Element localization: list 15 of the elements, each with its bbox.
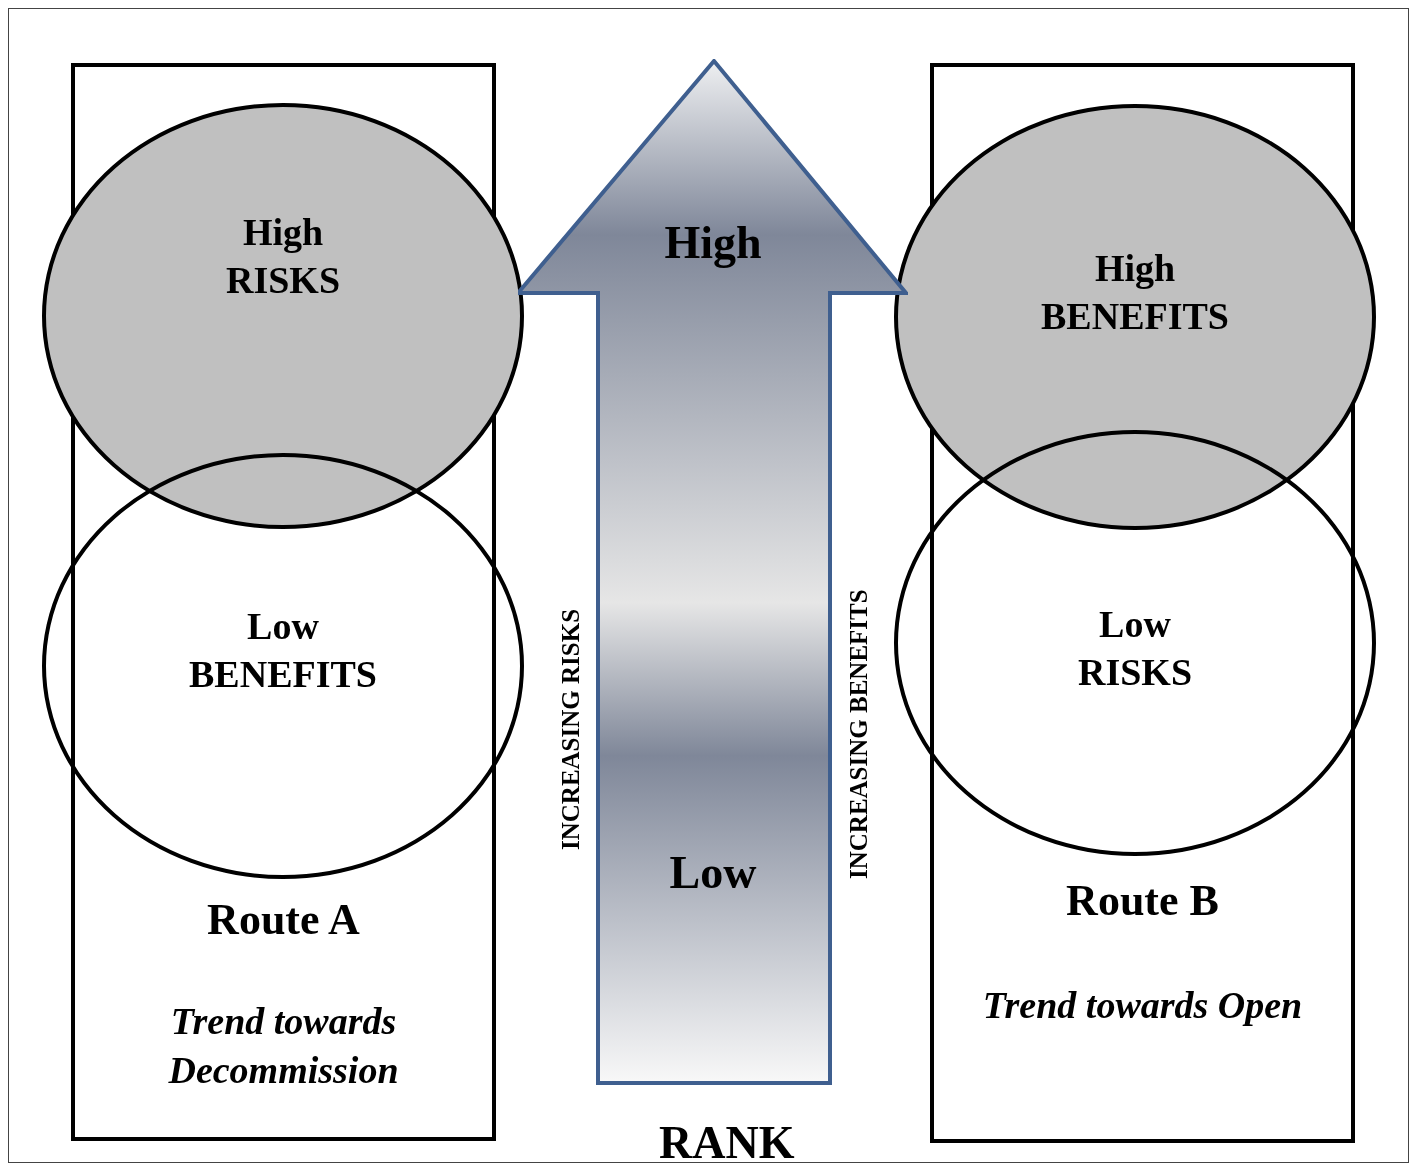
vertical-label: INCREASING RISKS [558, 607, 583, 852]
vertical-label: INCREASING BENEFITS [846, 588, 871, 881]
arrow-label: Low [669, 846, 757, 900]
axis-caption: RANK [659, 1116, 795, 1165]
circle-label: High BENEFITS [1041, 246, 1229, 339]
circle-label: High RISKS [225, 210, 341, 303]
route-title: Route B [1065, 875, 1220, 927]
circle-label: Low BENEFITS [189, 604, 377, 697]
outline-ellipse [42, 453, 524, 879]
circle-label: Low RISKS [1077, 602, 1192, 695]
trend-note: Trend towards Decommission [167, 999, 400, 1094]
outline-ellipse [894, 430, 1376, 856]
route-title: Route A [206, 894, 361, 946]
trend-note: Trend towards Open [981, 983, 1304, 1028]
arrow-label: High [664, 216, 762, 270]
